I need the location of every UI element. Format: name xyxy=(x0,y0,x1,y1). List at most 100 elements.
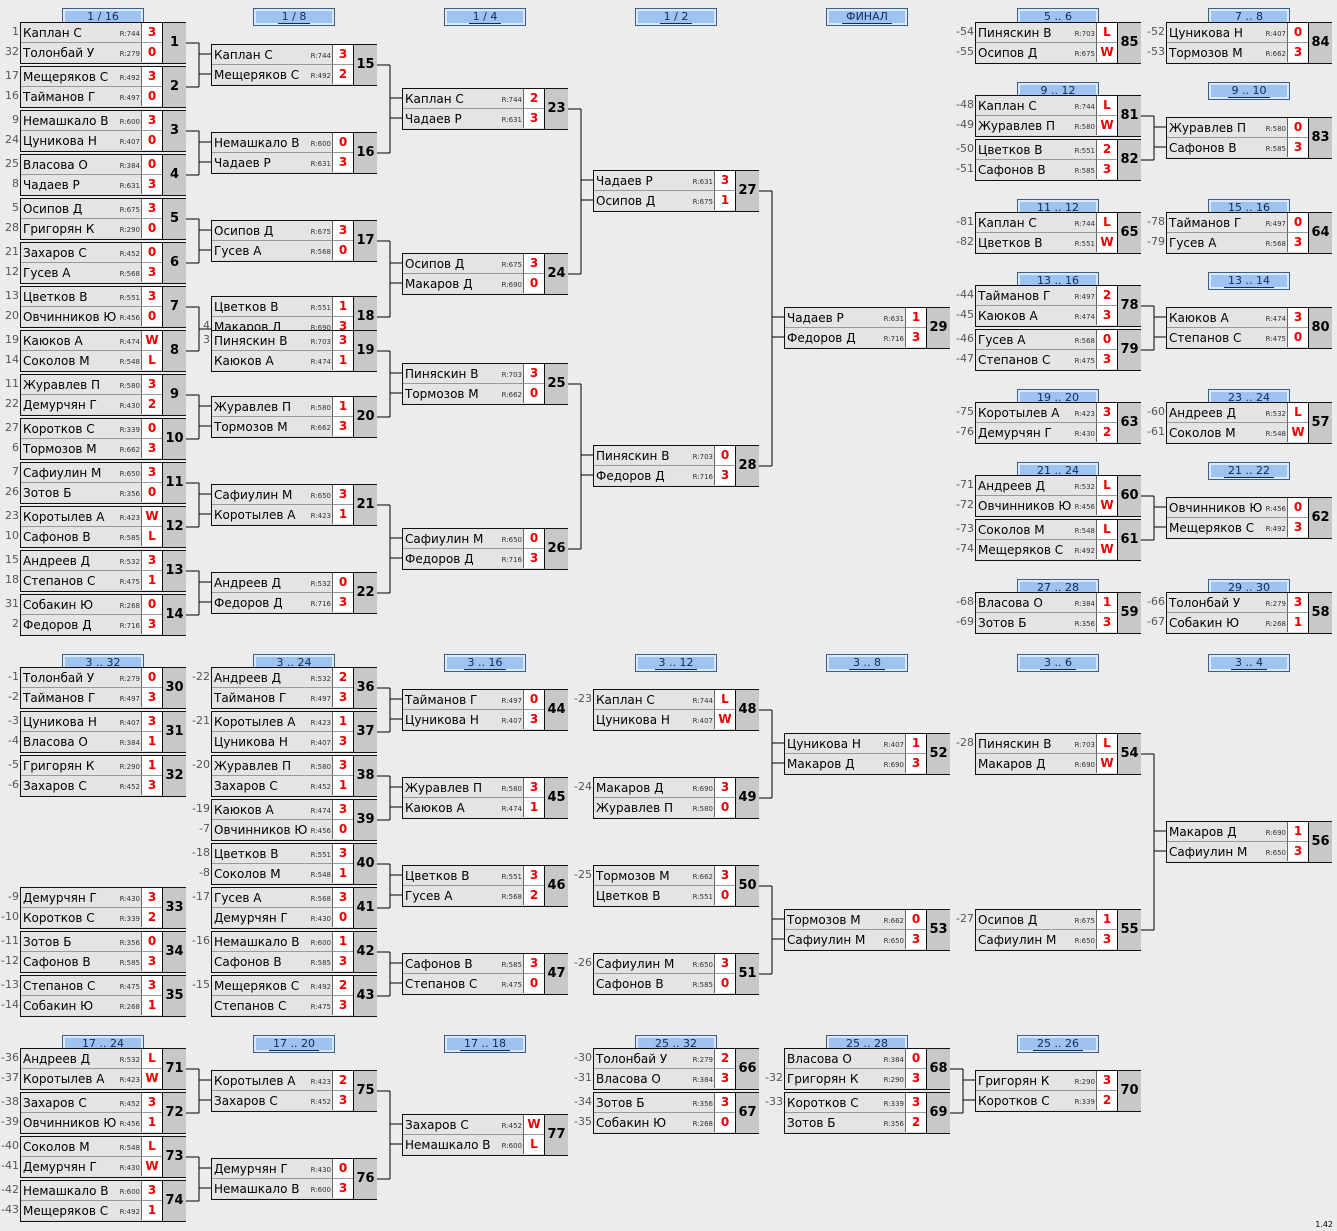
player-name: Власова О xyxy=(596,1072,661,1086)
seed-label: -53 xyxy=(1147,45,1165,58)
match-number: 33 xyxy=(162,888,186,928)
match-number: 62 xyxy=(1308,498,1332,538)
match-number: 11 xyxy=(162,463,186,503)
seed-label: -75 xyxy=(956,405,974,418)
player-name: Цветков В xyxy=(214,847,279,861)
player-score: L xyxy=(1096,23,1117,43)
player-score: 1 xyxy=(332,397,353,417)
player-rating: R:650 xyxy=(501,536,522,544)
player-score: 0 xyxy=(1287,498,1308,518)
player-score: 1 xyxy=(714,191,735,210)
